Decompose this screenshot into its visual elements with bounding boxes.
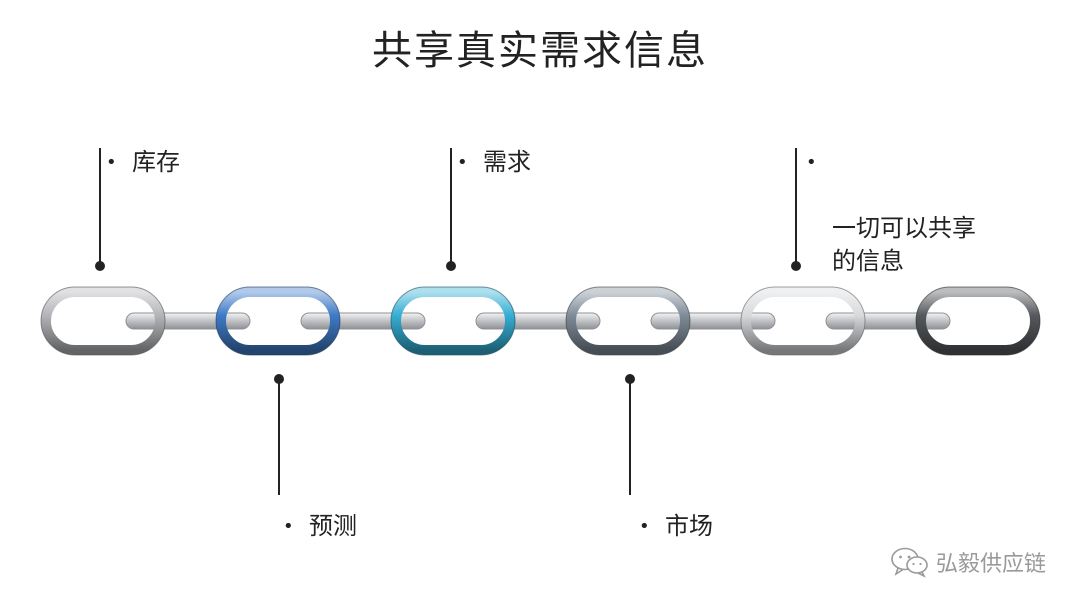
chain-link-rim	[215, 286, 341, 356]
callout-dot-inventory	[95, 261, 105, 271]
callouts	[95, 148, 801, 495]
chain-link-rim	[40, 286, 166, 356]
label-all-shareable-info: • 一切可以共享 的信息	[806, 146, 1026, 311]
wechat-icon	[890, 546, 930, 578]
chain-connector	[300, 312, 426, 330]
chain-connector	[825, 312, 951, 330]
chain-link	[741, 287, 865, 355]
chain-link	[391, 287, 515, 355]
callout-dot-demand	[446, 261, 456, 271]
watermark: 弘毅供应链	[890, 546, 1046, 578]
chain-link-rim	[740, 286, 866, 356]
chain-connector	[125, 312, 251, 330]
diagram-title: 共享真实需求信息	[372, 28, 708, 74]
chain-link	[566, 287, 690, 355]
chain-connector	[650, 312, 776, 330]
label-forecast: • 预测	[283, 510, 357, 543]
chain-link-rim	[565, 286, 691, 356]
bullet-icon: •	[457, 152, 468, 173]
label-market: • 市场	[639, 510, 713, 543]
label-inventory: • 库存	[106, 146, 180, 179]
bullet-icon: •	[106, 152, 117, 173]
label-demand: • 需求	[457, 146, 531, 179]
chain-link-rim	[390, 286, 516, 356]
watermark-text: 弘毅供应链	[935, 552, 1046, 577]
bullet-icon: •	[283, 516, 294, 537]
chain-link	[216, 287, 340, 355]
chain-link-rim	[915, 286, 1041, 356]
bullet-icon: •	[639, 516, 650, 537]
chain-connectors	[125, 312, 951, 330]
chain-link	[916, 287, 1040, 355]
callout-dot-all-info	[791, 261, 801, 271]
chain-links	[40, 286, 1041, 356]
chain-link	[41, 287, 165, 355]
bullet-icon: •	[806, 152, 817, 173]
chain-connector	[475, 312, 601, 330]
